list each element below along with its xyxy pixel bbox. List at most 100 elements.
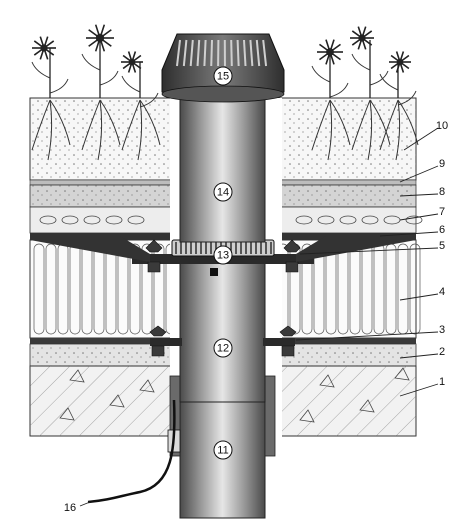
plant-leaves [31,61,69,94]
insulation-cell [129,243,141,335]
plant-roots [31,99,71,161]
leader-7 [399,213,439,221]
leader-1 [399,383,439,397]
leader-3 [295,331,439,341]
aggregate-stone [319,374,335,388]
grate-ring-slots [175,242,272,254]
callout-13: 13 [217,249,229,261]
cap-slot [262,39,268,67]
callout-15: 15 [217,70,229,82]
leader-10 [403,127,439,151]
lower-flange-left [150,338,182,346]
middle-pipe [179,261,266,403]
membrane-slope-right [296,236,416,262]
callout-circle-11 [213,440,233,460]
aggregate-stone [299,409,315,423]
leader-5 [299,247,439,255]
insulation-cell [45,243,57,335]
cap-slots [176,39,268,67]
concrete-aggregate [59,367,410,423]
mat-oval [83,215,101,225]
insulation-cell [141,243,153,335]
plant-roots [311,99,351,161]
cap-slot [243,39,247,67]
mat-oval [127,215,145,225]
cap-slot [210,39,213,67]
insulation-cell [33,243,45,335]
callout-14: 14 [217,186,229,198]
cap-slot [255,39,261,67]
flower [121,51,143,73]
cap-slot [203,39,207,67]
callout-circle-12 [213,338,233,358]
callout-1: 1 [439,376,445,388]
aggregate-stone [139,379,155,393]
cap-slot [196,39,201,67]
callout-10: 10 [436,120,448,132]
plant-roots [351,99,391,161]
leader-4 [399,293,439,301]
aggregate-stone [109,394,125,408]
flower [32,36,56,60]
cap-slot [176,39,181,67]
flower [86,24,114,52]
callout-2: 2 [439,346,445,358]
callout-12: 12 [217,342,229,354]
plant-leaves [121,75,159,108]
membrane-slope-left [30,236,150,262]
lower-clamp-right [279,325,297,357]
heating-connector [210,268,218,276]
mat-oval [361,215,379,225]
callout-3: 3 [439,324,445,336]
lower-flange-right [263,338,295,346]
layer-stack [29,97,423,437]
lower-clamp-left [149,325,167,357]
leader-2 [399,353,439,359]
upper-riser [179,95,266,243]
insulation-cell [409,243,421,335]
plant-roots [81,99,121,161]
mat-oval [405,215,423,225]
heating-cable [87,399,176,504]
callout-11: 11 [217,444,228,456]
leader-8 [399,193,439,197]
aggregate-stone [69,369,85,383]
upper-clamp-left [145,239,163,273]
cap-slot [189,39,194,67]
aggregate-stone [359,399,375,413]
callout-4: 4 [439,286,445,298]
callout-16: 16 [64,502,76,514]
insulation-cell [301,243,313,335]
cap-slot [182,39,188,67]
callout-5: 5 [439,240,445,252]
mat-oval [61,215,79,225]
cap-slot [230,39,233,67]
plant-leaves [311,65,349,98]
plant-leaves [379,73,417,106]
aggregate-stone [59,407,75,421]
flower [317,39,343,65]
plant-leaves [351,53,389,86]
callout-8: 8 [439,186,445,198]
leader-6 [379,231,439,237]
cap-slot [236,39,240,67]
callout-circle-15 [213,66,233,86]
callout-circle-14 [213,182,233,202]
upper-clamp-right [283,239,301,273]
mat-oval [39,215,57,225]
mat-oval [339,215,357,225]
callout-9: 9 [439,158,445,170]
aggregate-stone [394,367,410,381]
mat-oval [105,215,123,225]
plants [31,24,419,161]
plant-roots [121,99,161,161]
mat-oval [295,215,313,225]
callout-6: 6 [439,224,445,236]
cap-rim [161,85,285,103]
callout-circle-13 [213,245,233,265]
flower [389,51,411,73]
pipe-sleeve-right [264,375,276,457]
